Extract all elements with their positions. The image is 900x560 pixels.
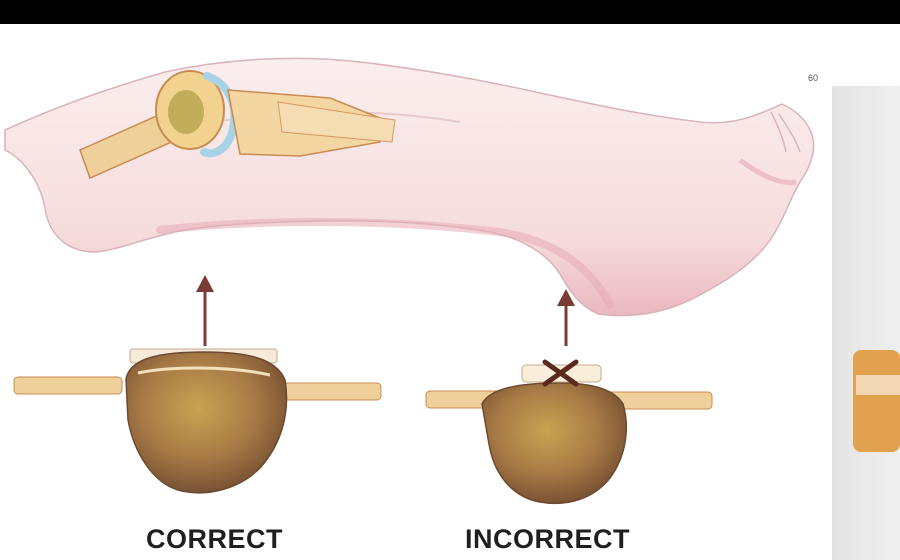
incorrect-arrow-icon [557,289,575,346]
incorrect-label: INCORRECT [465,524,630,555]
leg-illustration [5,58,814,315]
leg-outline [5,58,814,315]
incorrect-graft-setup [426,362,712,503]
correct-right-bone-strip [283,383,381,400]
correct-label: CORRECT [146,524,283,555]
incorrect-donor-plug [482,383,626,503]
correct-graft-setup [14,349,381,493]
side-panel-bone-fragment [853,350,900,452]
side-panel [832,86,900,560]
side-panel-bone-highlight [856,375,900,395]
correct-left-bone-strip [14,377,122,394]
condyle-marrow [168,90,204,134]
correct-arrow-icon [196,275,214,346]
figure-number: 60 [808,73,818,83]
top-bar [0,0,900,24]
